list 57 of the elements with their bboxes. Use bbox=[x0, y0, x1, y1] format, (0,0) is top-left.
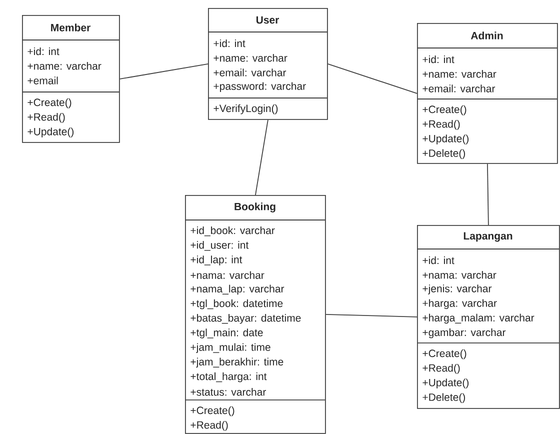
attribute-text: +id: int bbox=[422, 256, 454, 264]
class-name: Lapangan bbox=[464, 232, 512, 242]
attribute-text: +id_lap: int bbox=[190, 256, 242, 266]
attribute-text: +name: varchar bbox=[28, 62, 102, 70]
attribute-text: +jam_berakhir: time bbox=[190, 358, 284, 368]
class-box bbox=[416, 23, 558, 164]
method-text: +Read() bbox=[28, 113, 65, 123]
association-line bbox=[327, 64, 418, 94]
method-text: +Create() bbox=[28, 98, 72, 108]
attribute-text: +nama_lap: varchar bbox=[190, 284, 284, 295]
attribute-text: +harga_malam: varchar bbox=[422, 314, 534, 324]
attribute-text: +nama: varchar bbox=[190, 271, 264, 279]
class-box bbox=[416, 225, 560, 409]
association-line bbox=[119, 64, 208, 80]
attribute-text: +total_harga: int bbox=[190, 372, 267, 382]
method-text: +Create() bbox=[422, 349, 466, 360]
attribute-text: +jenis: varchar bbox=[422, 284, 492, 294]
attribute-text: +email bbox=[28, 76, 58, 84]
attribute-text: +harga: varchar bbox=[422, 299, 497, 309]
attribute-text: +password: varchar bbox=[214, 82, 306, 92]
class-name: User bbox=[256, 16, 279, 24]
method-text: +Delete() bbox=[422, 149, 465, 159]
method-text: +Update() bbox=[28, 128, 74, 138]
method-text: +Read() bbox=[190, 421, 228, 431]
attribute-text: +tgl_main: date bbox=[190, 328, 263, 338]
attribute-text: +gambar: varchar bbox=[422, 328, 506, 338]
association-line bbox=[487, 163, 489, 226]
method-text: +Update() bbox=[422, 378, 469, 388]
attribute-text: +email: varchar bbox=[422, 84, 496, 92]
attribute-text: +id_book: varchar bbox=[190, 226, 275, 236]
method-text: +Create() bbox=[190, 406, 234, 416]
method-text: +Create() bbox=[422, 105, 466, 116]
class-name: Admin bbox=[470, 32, 503, 40]
method-text: +Read() bbox=[422, 120, 460, 130]
attribute-text: +id: int bbox=[214, 39, 246, 48]
class-box bbox=[184, 195, 326, 434]
attribute-text: +id_user: int bbox=[190, 241, 249, 251]
attribute-text: +email: varchar bbox=[214, 68, 286, 76]
attribute-text: +status: varchar bbox=[190, 388, 266, 396]
association-line bbox=[255, 119, 268, 196]
attribute-text: +name: varchar bbox=[422, 70, 496, 78]
attribute-text: +jam_mulai: time bbox=[190, 343, 270, 353]
method-text: +Read() bbox=[422, 364, 460, 374]
class-box bbox=[208, 8, 328, 120]
attribute-text: +nama: varchar bbox=[422, 271, 496, 279]
class-name: Booking bbox=[234, 202, 276, 212]
method-text: +Delete() bbox=[422, 393, 465, 403]
attribute-text: +id: int bbox=[422, 55, 454, 64]
attribute-text: +batas_bayar: datetime bbox=[190, 314, 301, 324]
attribute-text: +id: int bbox=[28, 47, 60, 56]
association-line bbox=[325, 314, 418, 318]
attribute-text: +name: varchar bbox=[214, 54, 288, 62]
class-name: Member bbox=[51, 24, 90, 32]
method-text: +VerifyLogin() bbox=[214, 104, 278, 114]
attribute-text: +tgl_book: datetime bbox=[190, 299, 283, 310]
class-box bbox=[22, 15, 120, 143]
method-text: +Update() bbox=[422, 134, 469, 144]
